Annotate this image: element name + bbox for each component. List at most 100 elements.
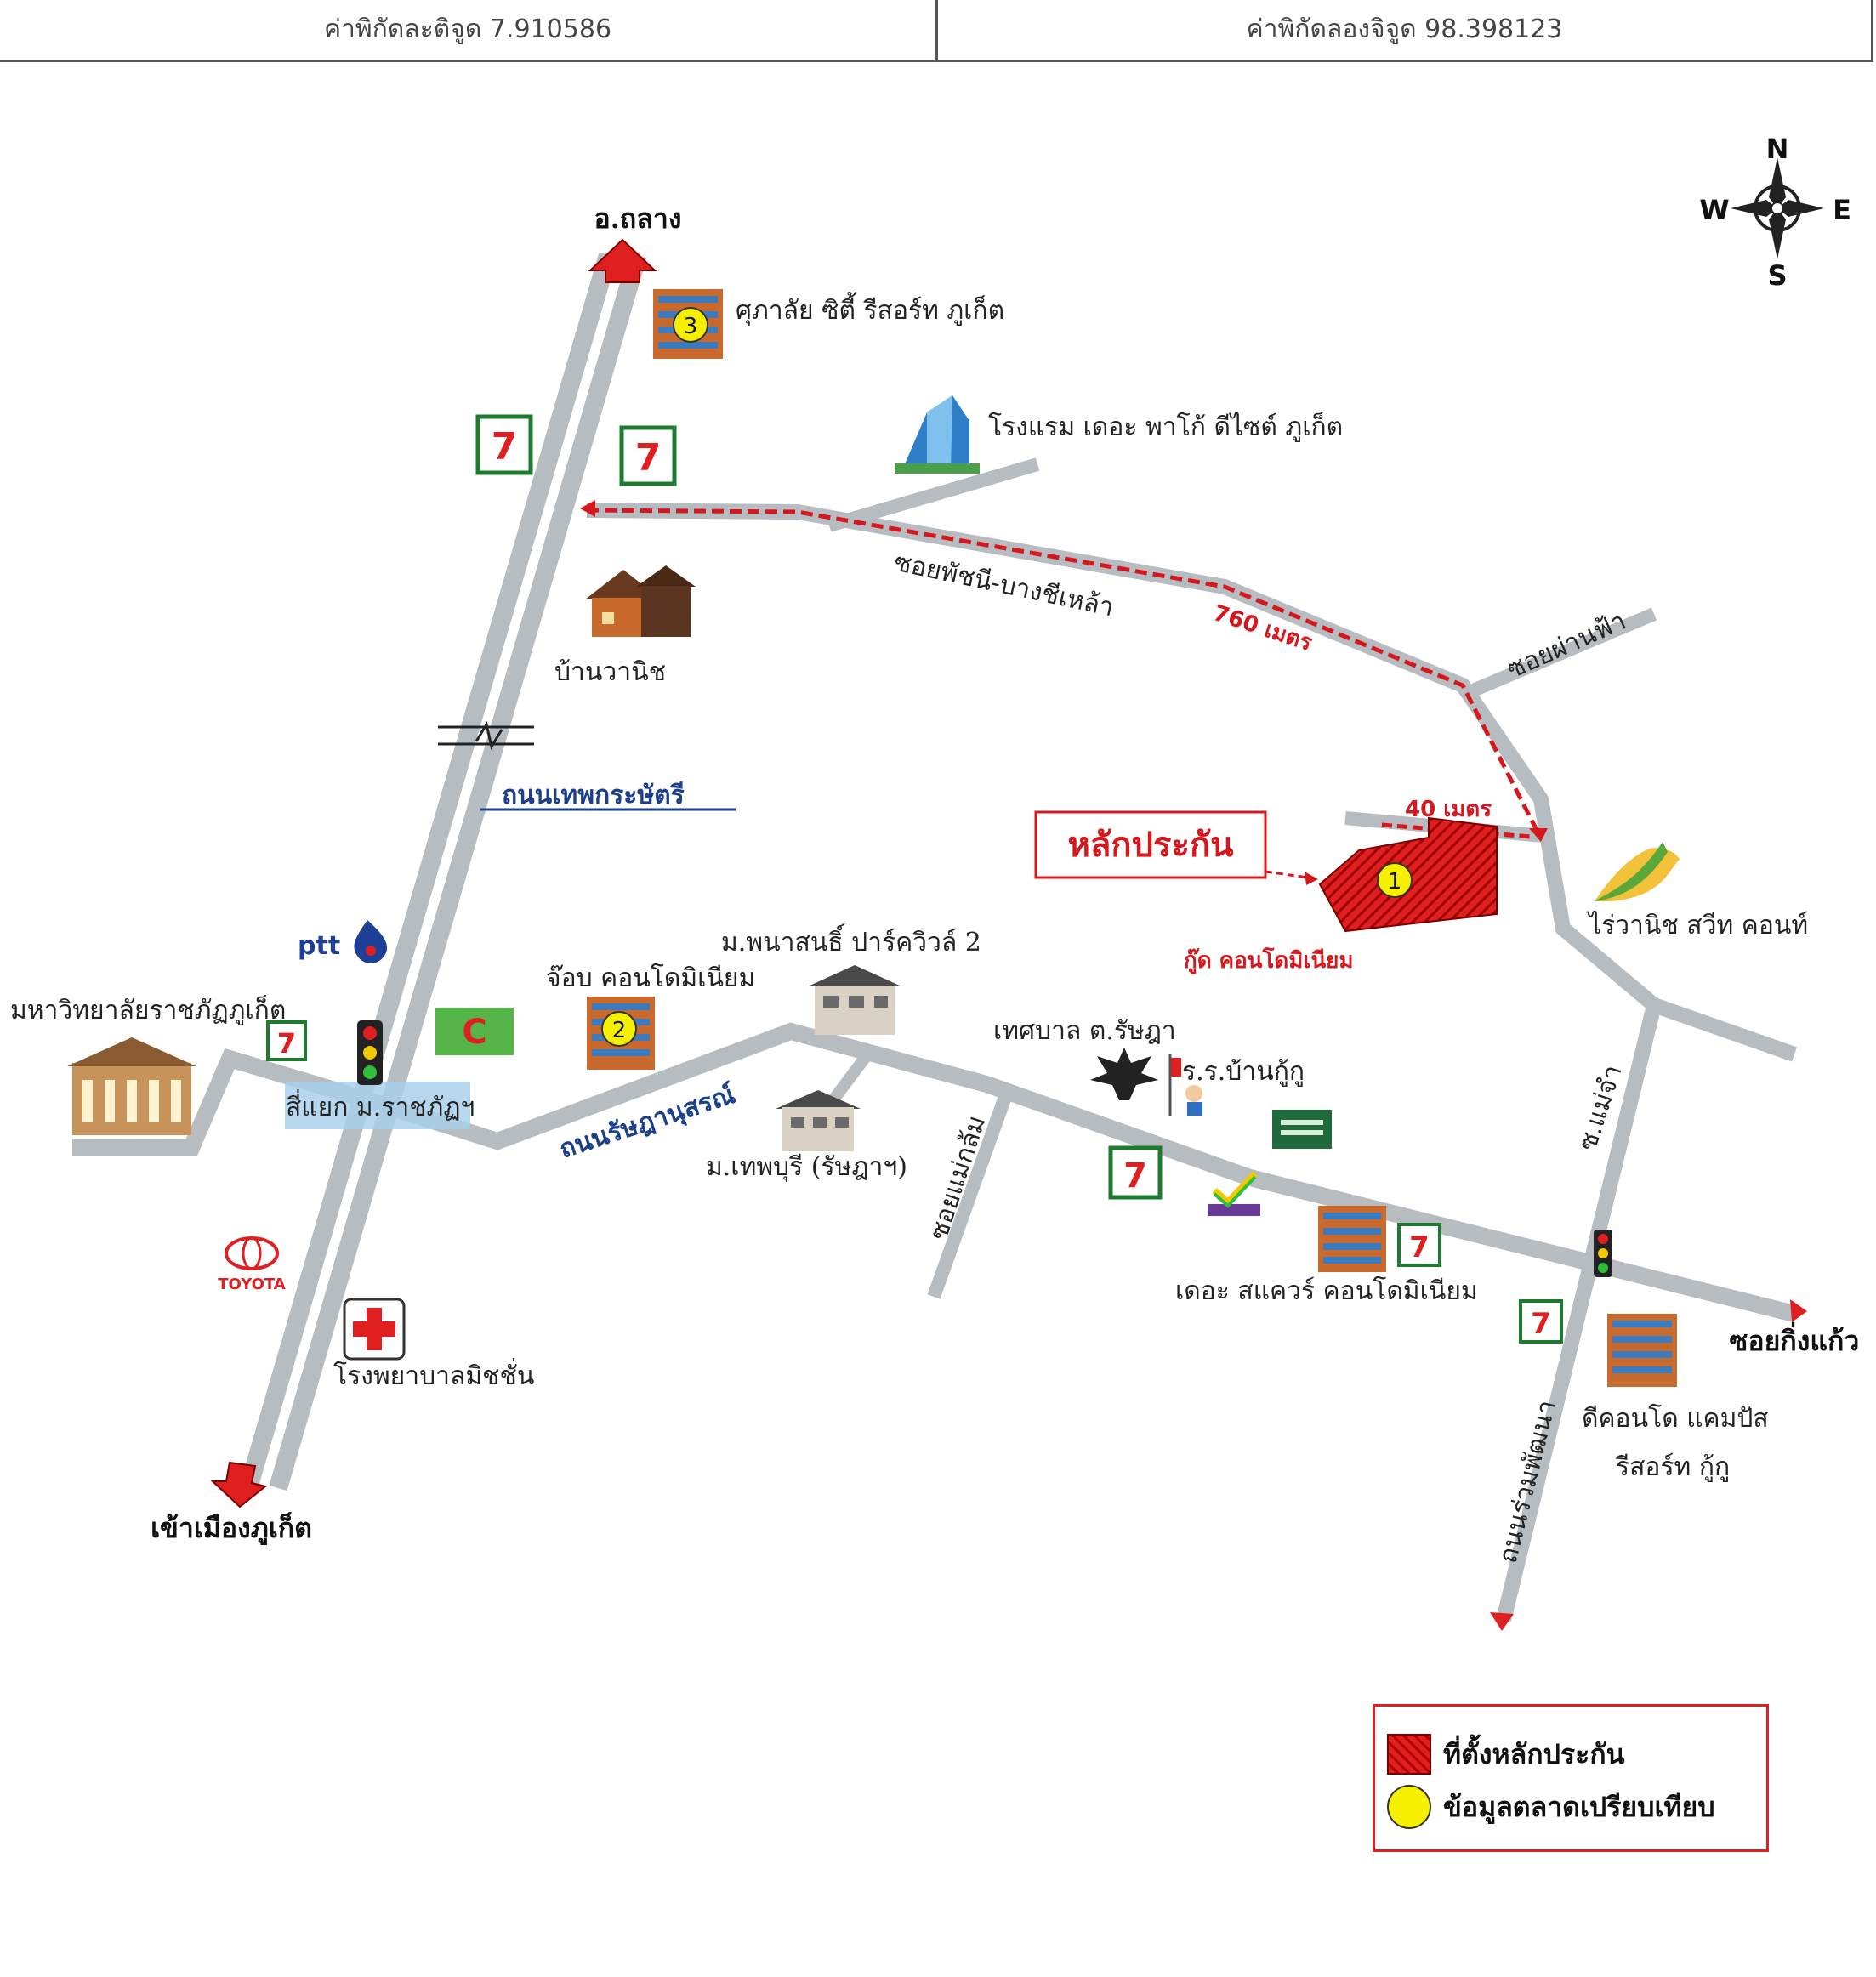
legend-collateral-label: ที่ตั้งหลักประกัน (1443, 1737, 1625, 1770)
school-label: ร.ร.บ้านกู้กู (1182, 1057, 1305, 1087)
collateral-pointer-head (1305, 872, 1318, 885)
ruamphatthana-south-arrow (1490, 1612, 1514, 1631)
svg-text:1: 1 (1388, 869, 1402, 895)
route-760m-path (586, 508, 1543, 840)
legend-comparables-swatch (1387, 1785, 1431, 1829)
intersection-label: สี่แยก ม.ราชภัฏฯ (286, 1089, 475, 1122)
compass-e: E (1833, 194, 1851, 226)
collateral-badge-1: 1 (1377, 862, 1413, 898)
seven-eleven-icon: 7 (475, 414, 533, 475)
traffic-light-icon (357, 1020, 383, 1085)
corn-icon (1595, 842, 1680, 902)
svg-text:7: 7 (635, 436, 662, 480)
collateral-label-box (1034, 810, 1267, 879)
traffic-light-icon (1594, 1230, 1612, 1277)
phanason-label: ม.พนาสนธิ์ ปาร์ควิวล์ 2 (721, 923, 981, 957)
school-icon (1168, 1054, 1202, 1116)
hotel-building-icon (895, 395, 980, 474)
distance-40m-label: 40 เมตร (1405, 797, 1492, 822)
svg-text:7: 7 (1409, 1230, 1430, 1264)
university-label: มหาวิทยาลัยราชภัฏภูเก็ต (10, 994, 286, 1025)
seven-eleven-icon: 7 (1397, 1223, 1441, 1267)
compass-w: W (1699, 194, 1729, 226)
collateral-pointer (1265, 870, 1309, 879)
tesco-lotus-icon (1272, 1110, 1332, 1149)
seven-eleven-icon: 7 (1519, 1299, 1563, 1344)
thepburi-branch-road (824, 1050, 873, 1110)
route-40m-path (1381, 822, 1532, 839)
the-square-building-icon (1318, 1206, 1386, 1272)
east-direction-arrow (1790, 1299, 1807, 1322)
coordinate-divider (935, 0, 938, 60)
road-label-thepkrasattri: ถนนเทพกระษัตรี (502, 781, 685, 810)
house-icon (585, 565, 696, 637)
highway-lane-right (269, 252, 647, 1491)
seven-eleven-icon: 7 (1108, 1145, 1163, 1200)
comparable-badge-3: 3 (673, 307, 708, 343)
pharmacy-check-icon (1208, 1171, 1260, 1216)
hospital-icon (343, 1298, 406, 1361)
svg-text:ptt: ptt (298, 931, 340, 961)
dcondo-label-line1: ดีคอนโด แคมปัส (1582, 1403, 1769, 1434)
intersection-highlight (285, 1082, 470, 1129)
svg-text:7: 7 (277, 1027, 296, 1060)
corn-label: ไร่วานิช สวีท คอนท์ (1587, 910, 1808, 940)
thepburi-label: ม.เทพบุรี (รัษฎาฯ) (706, 1152, 907, 1183)
longitude-label: ค่าพิกัดลองจิจูด 98.398123 (1246, 14, 1563, 44)
compass-s: S (1767, 259, 1787, 292)
road-label-soi-phanfa: ซอยผ่านฟ้า (1503, 606, 1630, 685)
banwanit-label: บ้านวานิช (554, 657, 666, 687)
road-label-ruamphatthana: ถนนร่วมพัฒนา (1493, 1397, 1562, 1566)
job-condo-label: จ๊อบ คอนโดมิเนียม (546, 963, 755, 993)
comparable-badge-2: 2 (601, 1011, 637, 1047)
coordinate-header: ค่าพิกัดละติจูด 7.910586 ค่าพิกัดลองจิจู… (0, 0, 1873, 62)
ptt-icon: ptt (298, 920, 388, 963)
university-building-icon (67, 1037, 196, 1135)
svg-text:C: C (462, 1013, 486, 1052)
north-direction-arrow (588, 238, 657, 283)
supalai-label: ศุภาลัย ซิตี้ รีสอร์ท ภูเก็ต (736, 292, 1004, 327)
legend-comparables-label: ข้อมูลตลาดเปรียบเทียบ (1443, 1790, 1715, 1823)
direction-south-label: เข้าเมืองภูเก็ต (151, 1511, 312, 1546)
soi-maekalem-road (927, 1094, 1012, 1299)
ratsadanusorn-road (72, 1022, 1797, 1322)
soi-phatchani-road (586, 503, 1797, 1062)
collateral-label: หลักประกัน (1067, 826, 1233, 865)
route-end-arrowhead (1529, 828, 1548, 842)
ruamphatthana-road (1496, 1003, 1662, 1622)
seven-eleven-icon: 7 (266, 1020, 307, 1061)
phanason-house-icon (808, 965, 901, 1035)
seven-eleven-icon: 7 (619, 425, 677, 486)
hotel-label: โรงแรม เดอะ พาโก้ ดีไซต์ ภูเก็ต (988, 411, 1343, 442)
legend-collateral-swatch (1387, 1734, 1431, 1775)
hospital-label: โรงพยาบาลมิชชั่น (333, 1358, 534, 1391)
direction-north-label: อ.ถลาง (594, 202, 682, 235)
svg-text:7: 7 (1123, 1156, 1147, 1196)
dcondo-building-icon (1607, 1314, 1677, 1387)
legend-row-comparables: ข้อมูลตลาดเปรียบเทียบ (1387, 1783, 1715, 1831)
direction-east-label: ซอยกิ่งแก้ว (1730, 1321, 1860, 1357)
thepburi-house-icon (776, 1090, 861, 1151)
municipality-label: เทศบาล ต.รัษฎา (993, 1016, 1176, 1046)
compass-n: N (1766, 133, 1789, 165)
highway-break-mark (438, 721, 534, 750)
highway-lane-left (239, 252, 617, 1491)
south-direction-arrow (210, 1461, 268, 1508)
good-condo-label: กู๊ด คอนโดมิเนียม (1184, 946, 1353, 974)
svg-text:2: 2 (612, 1018, 627, 1043)
legend-row-collateral: ที่ตั้งหลักประกัน (1387, 1730, 1625, 1778)
soi-phanfa-road (1464, 607, 1657, 700)
garuda-emblem-icon (1090, 1048, 1158, 1100)
svg-text:TOYOTA: TOYOTA (218, 1275, 286, 1293)
svg-text:7: 7 (492, 425, 518, 469)
dcondo-label-line2: รีสอร์ท กู้กู (1615, 1452, 1730, 1482)
hotel-branch-road (827, 457, 1040, 532)
route-start-arrowhead (580, 500, 595, 517)
bigc-icon: C (435, 1008, 514, 1055)
the-square-label: เดอะ สแควร์ คอนโดมิเนียม (1175, 1275, 1478, 1306)
compass-rose: N S W E (1699, 133, 1851, 292)
map-legend: ที่ตั้งหลักประกัน ข้อมูลตลาดเปรียบเทียบ (1373, 1704, 1769, 1852)
svg-text:3: 3 (684, 314, 698, 339)
svg-text:7: 7 (1531, 1307, 1551, 1341)
